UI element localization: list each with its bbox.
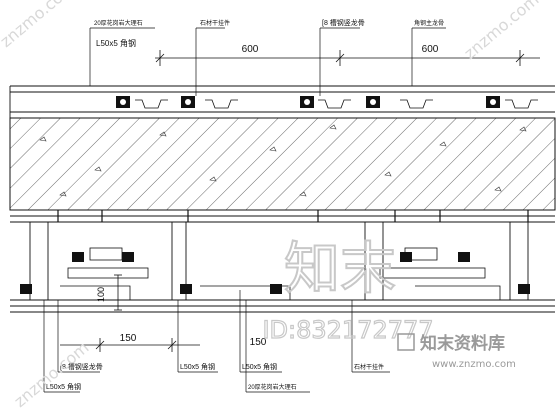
bottom-dimension-line [60, 338, 200, 352]
label-bottom-clip: 石材干挂件 [354, 363, 384, 371]
dim-depth: 100 [96, 287, 106, 302]
concrete-aggregate [39, 124, 527, 197]
label-top-angle: L50x5 角钢 [96, 38, 136, 48]
label-bottom-angle-left: L50x5 角钢 [46, 382, 81, 391]
lower-fixings [20, 252, 530, 294]
watermark-id: ID:832172777 [262, 316, 433, 344]
lower-brackets [60, 247, 501, 300]
dim-offset: 150 [120, 333, 137, 344]
brand-block: 知末资料库 www.znzmo.com [397, 333, 516, 370]
label-bottom-stone: 20厚花岗岩大理石 [248, 383, 297, 391]
brand-logo-icon [397, 333, 415, 351]
label-bottom-channel: [8 槽钢竖龙骨 [60, 362, 103, 371]
dim-span-right: 600 [422, 44, 439, 55]
lower-frame [10, 215, 555, 313]
bottom-leaders [43, 290, 390, 393]
brand-name: 知末资料库 [419, 333, 505, 354]
label-top-clip: 石材干挂件 [200, 19, 230, 27]
top-stone-panel [9, 85, 555, 119]
top-leaders [89, 27, 446, 96]
watermark-diagonal-right: znzmo.com [460, 0, 542, 63]
depth-dimension [114, 274, 122, 311]
label-top-main-keel: 角钢主龙骨 [414, 19, 444, 27]
label-bottom-angle-right: L50x5 角钢 [242, 362, 277, 371]
watermark-logo: 知末 [284, 237, 396, 302]
brand-url: www.znzmo.com [432, 359, 516, 370]
watermark-diagonal-top: znzmo.com [0, 0, 79, 51]
concrete-wall [9, 117, 556, 211]
top-dimension-line [155, 50, 540, 66]
anchor-bolts [57, 210, 529, 222]
dim-span-left: 600 [242, 44, 259, 55]
label-top-channel: [8 槽钢竖龙骨 [322, 18, 365, 27]
watermark-diagonal-bottom: znzmo.com [10, 338, 92, 411]
label-bottom-angle-mid: L50x5 角钢 [180, 362, 215, 371]
label-top-stone: 20厚花岗岩大理石 [94, 19, 143, 27]
dim-mid: 150 [250, 337, 267, 348]
top-fixings [116, 96, 500, 108]
top-channel-profile [135, 99, 538, 109]
